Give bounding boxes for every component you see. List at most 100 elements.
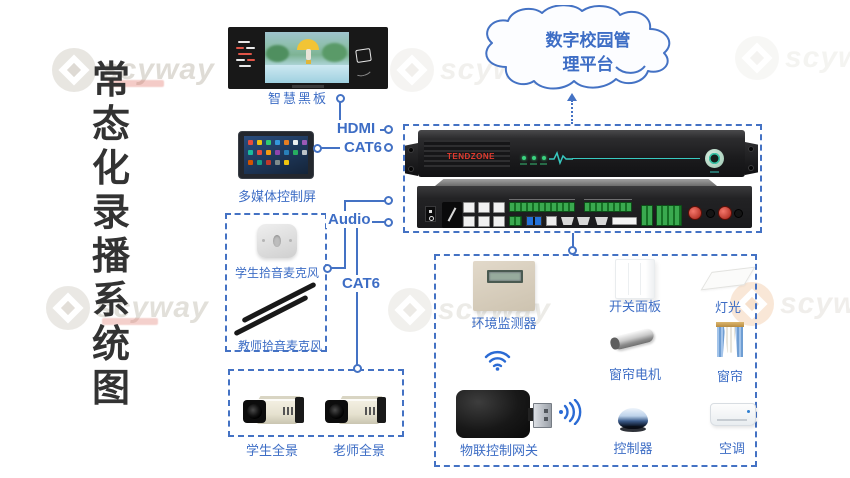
chalk-writing [236, 41, 260, 75]
terminal-block [584, 202, 632, 212]
curtain-motor-label: 窗帘电机 [608, 367, 661, 382]
connector-node [384, 143, 393, 152]
cloud-shape [485, 5, 671, 90]
waveform-icon [549, 151, 573, 165]
connector-node [384, 218, 393, 227]
lan-port [493, 202, 505, 213]
lan-port [478, 202, 490, 213]
recorder-front-panel: TENDZONE [418, 130, 745, 177]
chalk-scribble [352, 62, 374, 79]
usb-ports [526, 216, 542, 226]
curtain-image [716, 322, 744, 360]
teacher-mic-label: 教师拾音麦克风 [237, 339, 322, 353]
rear-chassis-top [435, 179, 717, 186]
link-led [542, 156, 546, 160]
water [265, 65, 349, 83]
hdmi-port [595, 217, 608, 225]
arrow-up-icon [567, 93, 577, 101]
student-mic-image [257, 224, 297, 258]
student-camera-image [243, 393, 305, 429]
gateway-image [456, 390, 530, 438]
control-screen-label: 多媒体控制屏 [238, 189, 317, 204]
watermark-logo-icon [735, 36, 779, 80]
connector-node [313, 144, 322, 153]
audio-line [344, 201, 346, 269]
power-switch [425, 206, 436, 222]
usb-connector [528, 408, 534, 421]
teacher-camera-label: 老师全景 [332, 443, 385, 458]
connector-node [568, 246, 577, 255]
ac-label: 空调 [718, 441, 745, 456]
audio-line [344, 200, 385, 202]
cloud-uplink-line [571, 100, 573, 124]
cloud-label-line1: 数字校园管 [545, 31, 631, 50]
terminal-block [641, 205, 653, 226]
blackboard-screen [265, 32, 349, 83]
lan-port [463, 202, 475, 213]
hdmi-port [561, 217, 574, 225]
run-led [532, 156, 536, 160]
env-monitor-label: 环境监测器 [471, 316, 537, 331]
camera-lens [325, 400, 348, 423]
ac-image [710, 403, 756, 426]
vent-grille [424, 140, 510, 170]
blackboard-label: 智慧黑板 [267, 91, 328, 106]
signal-line [572, 158, 700, 159]
camera-lens [243, 400, 266, 423]
speaker-post-black [706, 209, 715, 218]
microphone-group-box [225, 213, 327, 352]
rack-ear [405, 143, 418, 176]
speaker-icon [355, 48, 372, 63]
switch-panel-image [615, 259, 655, 299]
switch-panel-label: 开关面板 [608, 299, 661, 314]
lan-port [493, 216, 505, 227]
title-char: 态 [91, 104, 130, 146]
power-inlet [442, 202, 462, 228]
watermark-text: scyway [785, 41, 850, 74]
watermark-logo-icon [390, 48, 434, 92]
env-monitor-image [473, 261, 535, 311]
speaker-post-red [688, 206, 702, 220]
signal-waves-icon [559, 399, 582, 425]
teacher-camera-image [325, 393, 387, 429]
watermark-logo-icon [46, 286, 90, 330]
title-char: 统 [91, 324, 130, 366]
hdmi-label: HDMI [332, 120, 380, 137]
hdmi-line [339, 102, 341, 130]
smart-blackboard-image [228, 27, 388, 89]
person [306, 49, 311, 60]
controller-image [618, 408, 648, 432]
student-camera-label: 学生全景 [245, 443, 298, 458]
brand-logo: TENDZONE [447, 152, 495, 161]
wifi-icon [484, 350, 511, 371]
power-button [705, 149, 724, 168]
cat6-bottom-label: CAT6 [339, 275, 383, 292]
audio-line [331, 267, 346, 269]
gateway-label: 物联控制网关 [460, 443, 539, 458]
rack-ear [745, 142, 758, 175]
title-char: 常 [91, 60, 130, 102]
hdmi-port [577, 217, 590, 225]
watermark-text: scyway [780, 287, 850, 320]
title-char: 图 [91, 368, 130, 410]
recorder-rear-panel [417, 186, 752, 228]
audio-label: Audio [326, 211, 372, 228]
terminal-block [656, 205, 682, 226]
iot-link-line [572, 233, 574, 247]
connector-node [323, 264, 332, 273]
camera-group-box [228, 369, 404, 437]
lan-port [463, 216, 475, 227]
boots [306, 60, 311, 64]
title-char: 播 [91, 236, 130, 278]
iot-group-box [434, 254, 757, 467]
title-char: 录 [91, 192, 130, 234]
blackboard-stand [292, 85, 324, 88]
cat6-bottom-line [356, 221, 358, 365]
terminal-block [509, 202, 575, 212]
connector-node [336, 94, 345, 103]
power-led [522, 156, 526, 160]
cloud-label-line2: 理平台 [562, 55, 614, 74]
umbrella [297, 39, 319, 50]
speaker-post-black [734, 209, 743, 218]
